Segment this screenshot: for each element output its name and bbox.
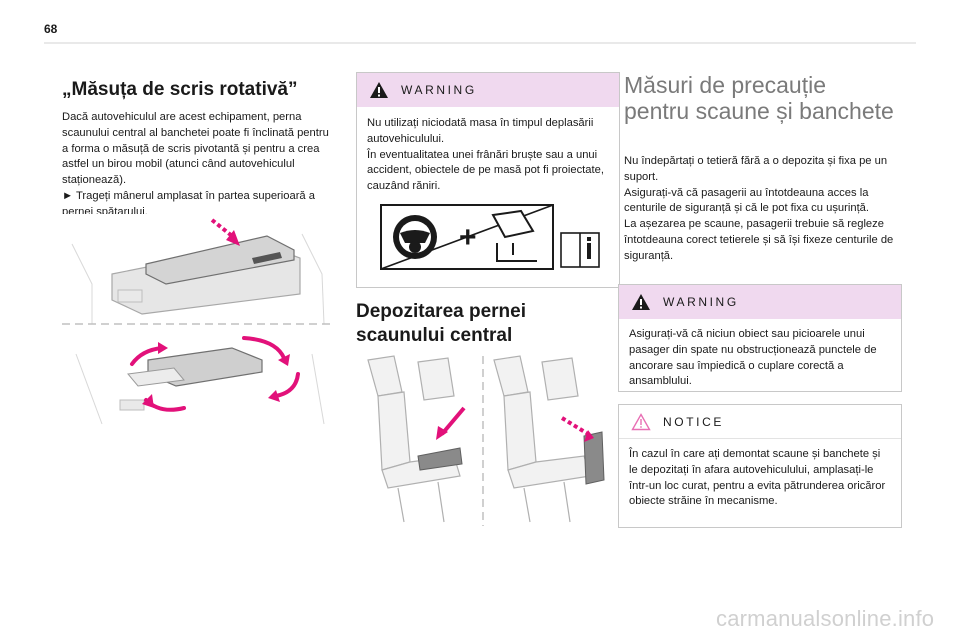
section-title-storage: Depozitarea pernei scaunului central [356, 301, 526, 346]
section-title-table: „Măsuța de scris rotativă” [62, 79, 298, 100]
notice-header: NOTICE [619, 405, 901, 439]
warning-box-anchorage: WARNING Asigurați-vă că niciun obiect sa… [618, 284, 902, 392]
warning-box-table: WARNING Nu utilizați niciodată masa în t… [356, 72, 620, 288]
seat-right [493, 355, 591, 523]
notice-text: În cazul în care ați demontat scaune și … [629, 448, 886, 508]
pull-arrow-icon [210, 218, 234, 238]
warning-label-2: WARNING [663, 295, 739, 309]
seat-storage-illustration [358, 352, 608, 530]
table-top-upper [145, 235, 295, 285]
notice-label: NOTICE [663, 414, 724, 429]
warning-triangle-icon [370, 82, 388, 98]
no-table-while-driving-pictogram: + [380, 204, 600, 270]
precautions-text: Nu îndepărtați o tetieră fără a o depozi… [624, 155, 894, 262]
steering-wheel-icon [393, 215, 437, 259]
warning-header-2: WARNING [619, 285, 901, 319]
header-divider [44, 42, 916, 44]
table-illustration [62, 214, 334, 430]
notice-triangle-icon [631, 412, 651, 430]
warning-header: WARNING [357, 73, 619, 107]
column-table: „Măsuța de scris rotativă” Dacă autovehi… [62, 78, 334, 221]
section-title-precautions: Măsuri de precauție pentru scaune și ban… [624, 72, 894, 124]
warning-text-2: Asigurați-vă că niciun obiect sau picioa… [629, 328, 877, 388]
manual-book-icon [560, 232, 600, 268]
notice-box: NOTICE În cazul în care ați demontat sca… [618, 404, 902, 528]
warning-text: Nu utilizați niciodată masa în timpul de… [367, 117, 604, 193]
svg-text:+: + [459, 221, 477, 254]
table-paragraph: Dacă autovehiculul are acest echipament,… [62, 111, 329, 187]
warning-label: WARNING [401, 83, 477, 97]
warning-triangle-icon [632, 294, 650, 310]
page-number: 68 [44, 22, 58, 36]
seat-table-icon [491, 209, 537, 262]
insert-arrow-icon-right [560, 416, 590, 436]
watermark: carmanualsonline.info [716, 606, 935, 631]
